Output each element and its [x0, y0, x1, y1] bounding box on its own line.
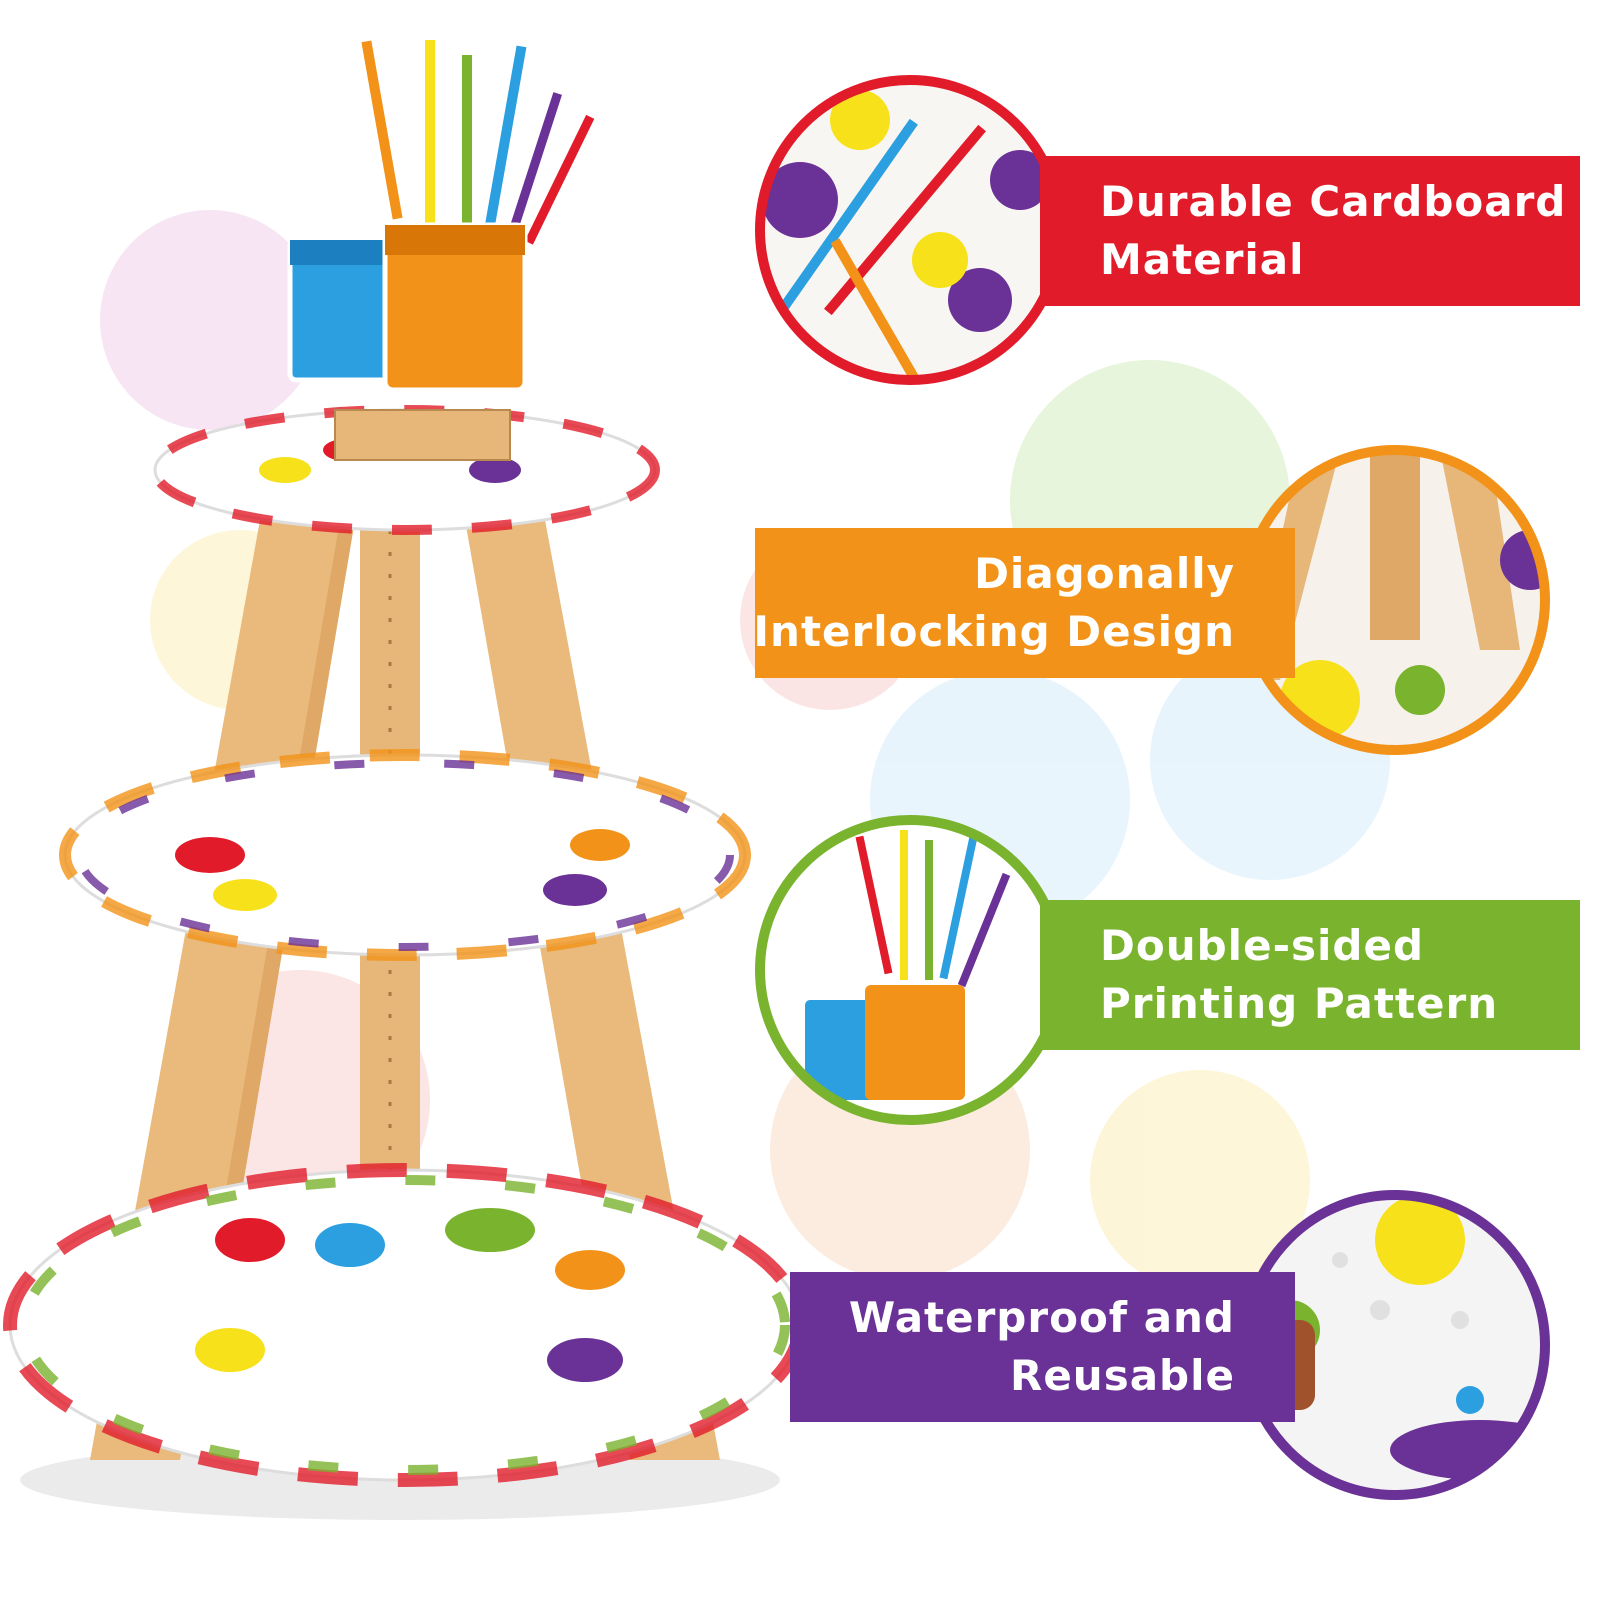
feature-title-line2: Reusable	[1009, 1351, 1235, 1400]
feature-title-line2: Printing Pattern	[1100, 979, 1499, 1028]
feature-banner-interlocking: Diagonally Interlocking Design	[753, 528, 1295, 678]
feature-title-line1: Diagonally	[974, 549, 1235, 598]
cupcake-stand	[3, 40, 807, 1520]
feature-banner-double-sided: Double-sided Printing Pattern	[1040, 900, 1580, 1050]
feature-title-line2: Material	[1100, 235, 1305, 284]
feature-photo-2	[1240, 445, 1550, 755]
paint-topper	[287, 40, 595, 393]
feature-title-line1: Double-sided	[1100, 921, 1425, 970]
feature-title-line1: Durable Cardboard	[1100, 177, 1567, 226]
feature-banner-cardboard: Durable Cardboard Material	[1040, 156, 1580, 306]
feature-title-line1: Waterproof and	[848, 1293, 1235, 1342]
feature-title-line2: Interlocking Design	[753, 607, 1235, 656]
feature-photo-1	[755, 75, 1065, 385]
feature-banner-waterproof: Waterproof and Reusable	[790, 1272, 1295, 1422]
feature-photo-4	[1240, 1190, 1550, 1500]
feature-photo-3	[755, 815, 1065, 1125]
